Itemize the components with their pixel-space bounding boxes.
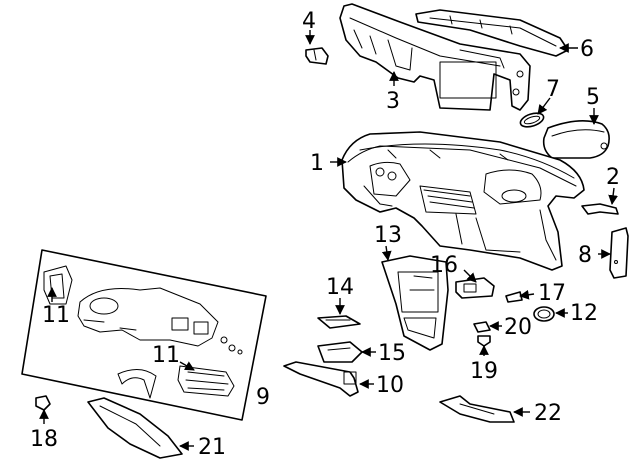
callout-5: 5 — [586, 85, 600, 110]
part-lower-panel — [439, 395, 515, 423]
part-airbag-cover — [542, 120, 610, 159]
callout-18: 18 — [30, 427, 58, 452]
part-instrument-panel — [341, 131, 585, 271]
callout-3: 3 — [386, 89, 400, 114]
callout-2: 2 — [606, 165, 620, 190]
callout-9: 9 — [256, 385, 270, 410]
part-screw-18 — [35, 395, 51, 411]
leader-2 — [608, 187, 618, 205]
callout-14: 14 — [326, 275, 354, 300]
leader-16 — [463, 269, 477, 283]
callout-labels: 4 3 6 7 5 1 2 8 13 16 17 12 20 19 14 15 … — [30, 9, 620, 460]
leader-lines — [39, 30, 618, 451]
part-lower-bar — [283, 361, 359, 397]
part-clip-17 — [505, 291, 523, 303]
callout-6: 6 — [580, 37, 594, 62]
part-fastener-19 — [477, 335, 491, 347]
part-vent-oval — [533, 306, 555, 322]
part-knee-panel — [87, 397, 183, 459]
part-cluster-assembly — [21, 249, 267, 421]
part-tray — [317, 341, 363, 363]
callout-22: 22 — [534, 401, 562, 426]
part-emblem — [519, 112, 545, 128]
callout-10: 10 — [376, 373, 404, 398]
leader-13 — [381, 245, 392, 261]
part-defroster-duct — [415, 9, 569, 57]
part-bracket — [305, 47, 329, 65]
leader-11-vent — [179, 361, 195, 371]
part-center-bezel — [381, 255, 449, 351]
callout-13: 13 — [374, 223, 402, 248]
callout-11-vent: 11 — [152, 343, 180, 368]
part-pad — [317, 315, 361, 329]
callout-12: 12 — [570, 301, 598, 326]
part-switch-bracket — [455, 277, 495, 299]
callout-17: 17 — [538, 281, 566, 306]
part-end-cap — [609, 227, 629, 279]
callout-1: 1 — [310, 151, 324, 176]
part-small-bracket — [581, 203, 619, 215]
part-fastener-20 — [473, 321, 491, 333]
callout-7: 7 — [546, 77, 560, 102]
part-dash-frame — [339, 3, 531, 111]
leader-7 — [537, 97, 551, 115]
leader-17 — [519, 289, 535, 300]
callout-16: 16 — [430, 253, 458, 278]
callout-21: 21 — [198, 435, 226, 460]
callout-8: 8 — [578, 243, 592, 268]
callout-4: 4 — [302, 9, 316, 34]
callout-19: 19 — [470, 359, 498, 384]
callout-20: 20 — [504, 315, 532, 340]
callout-11-top: 11 — [42, 303, 70, 328]
callout-15: 15 — [378, 341, 406, 366]
